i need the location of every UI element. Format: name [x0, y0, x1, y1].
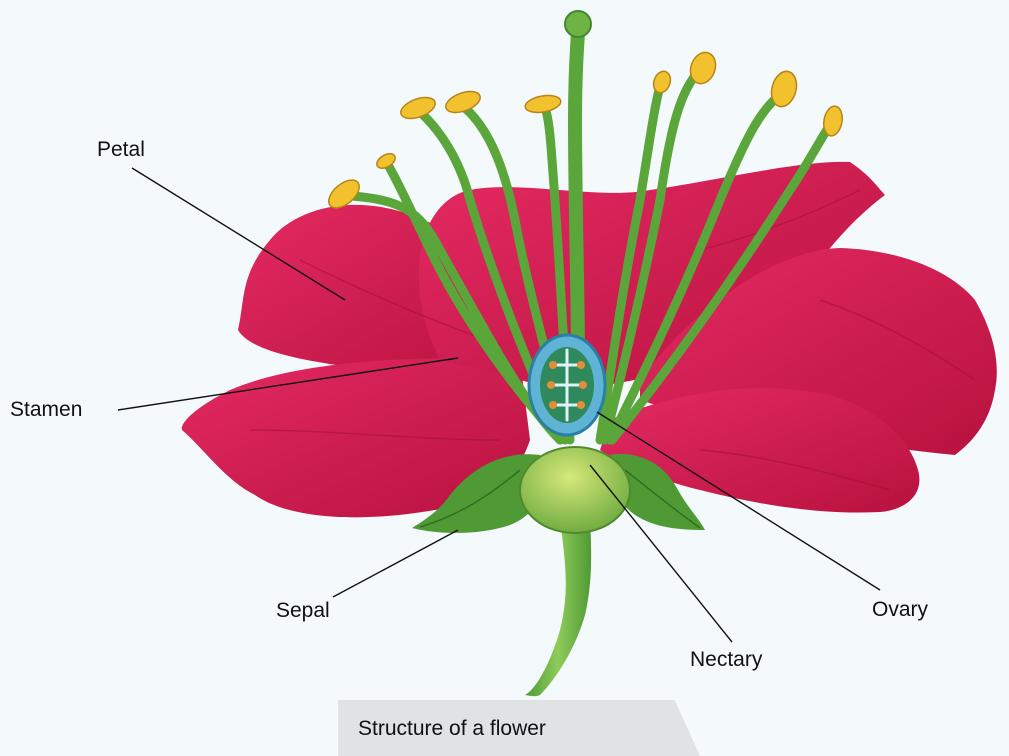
style: [575, 32, 578, 360]
ovary: [529, 335, 605, 435]
stem: [525, 520, 591, 696]
ovary-label: Ovary: [872, 599, 928, 620]
petal-label: Petal: [97, 139, 145, 160]
caption: Structure of a flower: [358, 717, 546, 741]
stigma: [565, 11, 591, 37]
caption-box: Structure of a flower: [338, 700, 700, 756]
sepal-label: Sepal: [276, 600, 330, 621]
sepal-leader-line: [333, 530, 458, 597]
stamen-label: Stamen: [10, 399, 82, 420]
nectary-label: Nectary: [690, 649, 762, 670]
nectary: [520, 447, 630, 533]
